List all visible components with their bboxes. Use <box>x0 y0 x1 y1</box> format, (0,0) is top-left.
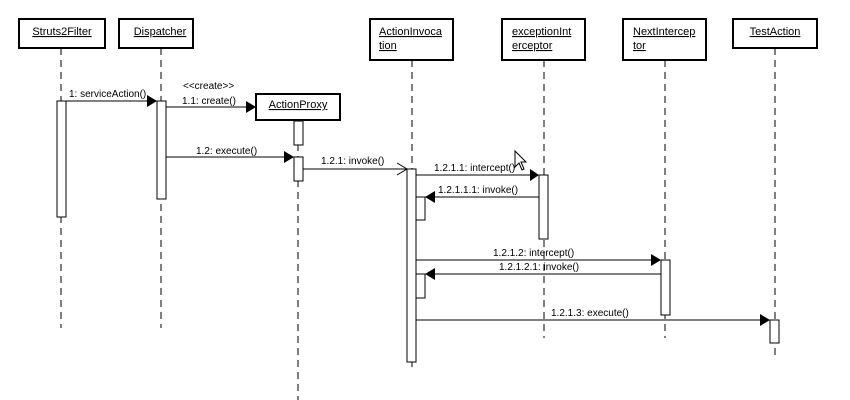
activation-actionproxy-execute <box>293 156 304 182</box>
arrowhead-filled-icon <box>425 268 435 280</box>
object-label: TestAction <box>750 26 801 38</box>
object-label-line2: tor <box>633 40 646 52</box>
message-label: 1.2.1.2: intercept() <box>493 248 574 259</box>
object-label: Dispatcher <box>134 26 187 38</box>
object-label-line2: erceptor <box>512 40 553 52</box>
message-m1-2-1-3[interactable]: 1.2.1.3: execute() <box>416 308 770 326</box>
arrowhead-filled-icon <box>530 169 539 181</box>
message-label: 1.2: execute() <box>196 146 257 157</box>
object-label-line1: exceptionInt <box>512 26 571 38</box>
message-label: 1.1: create() <box>182 96 236 107</box>
object-label-line2: tion <box>379 40 397 52</box>
arrowhead-filled-icon <box>246 101 256 113</box>
object-label-line1: NextIntercep <box>633 26 695 38</box>
message-m1-2[interactable]: 1.2: execute() <box>166 146 294 163</box>
message-m1-2-1-1[interactable]: 1.2.1.1: intercept() <box>416 163 539 181</box>
object-nextinterceptor[interactable]: NextIntercep tor <box>622 18 707 61</box>
activation-actioninvocation-nested2 <box>415 273 426 299</box>
message-label: 1.2.1.1.1: invoke() <box>438 185 518 196</box>
object-struts2filter[interactable]: Struts2Filter <box>18 18 106 49</box>
activation-struts2filter <box>56 100 67 218</box>
object-exceptioninterceptor[interactable]: exceptionInt erceptor <box>501 18 586 61</box>
object-actionproxy[interactable]: ActionProxy <box>255 93 341 121</box>
arrowhead-filled-icon <box>760 314 770 326</box>
mouse-pointer-icon <box>514 149 528 171</box>
message-m1-2-1-1-1[interactable]: 1.2.1.1.1: invoke() <box>425 185 539 203</box>
message-label: 1.2.1.1: intercept() <box>434 163 515 174</box>
arrowhead-filled-icon <box>425 191 435 203</box>
object-label-line1: ActionInvoca <box>379 26 443 38</box>
activation-nextinterceptor <box>660 259 671 316</box>
message-label: 1.2.1: invoke() <box>321 156 384 167</box>
arrowhead-filled-icon <box>651 254 661 266</box>
message-m1-2-1-2[interactable]: 1.2.1.2: intercept() <box>416 248 661 266</box>
message-stereotype: <<create>> <box>183 81 234 92</box>
message-m1-2-1[interactable]: 1.2.1: invoke() <box>303 156 408 176</box>
arrowhead-filled-icon <box>284 151 294 163</box>
message-label: 1: serviceAction() <box>69 89 146 100</box>
message-m1-2-1-2-1[interactable]: 1.2.1.2.1: invoke() <box>425 262 661 280</box>
arrowhead-open-icon <box>396 162 408 176</box>
message-label: 1.2.1.3: execute() <box>551 308 629 319</box>
object-label: ActionProxy <box>269 99 328 111</box>
object-testaction[interactable]: TestAction <box>732 18 818 49</box>
object-label: Struts2Filter <box>32 26 92 38</box>
message-m1-1[interactable]: <<create>> 1.1: create() <box>166 81 256 113</box>
activation-dispatcher <box>156 100 167 200</box>
arrowhead-filled-icon <box>147 95 157 107</box>
activation-actionproxy-create <box>293 120 304 146</box>
activation-actioninvocation <box>406 168 417 363</box>
message-label: 1.2.1.2.1: invoke() <box>499 262 579 273</box>
activation-actioninvocation-nested1 <box>415 196 426 221</box>
activation-exceptioninterceptor <box>538 174 549 240</box>
activation-testaction <box>769 319 780 344</box>
object-dispatcher[interactable]: Dispatcher <box>118 18 194 49</box>
message-m1[interactable]: 1: serviceAction() <box>66 89 157 107</box>
object-actioninvocation[interactable]: ActionInvoca tion <box>369 18 454 61</box>
